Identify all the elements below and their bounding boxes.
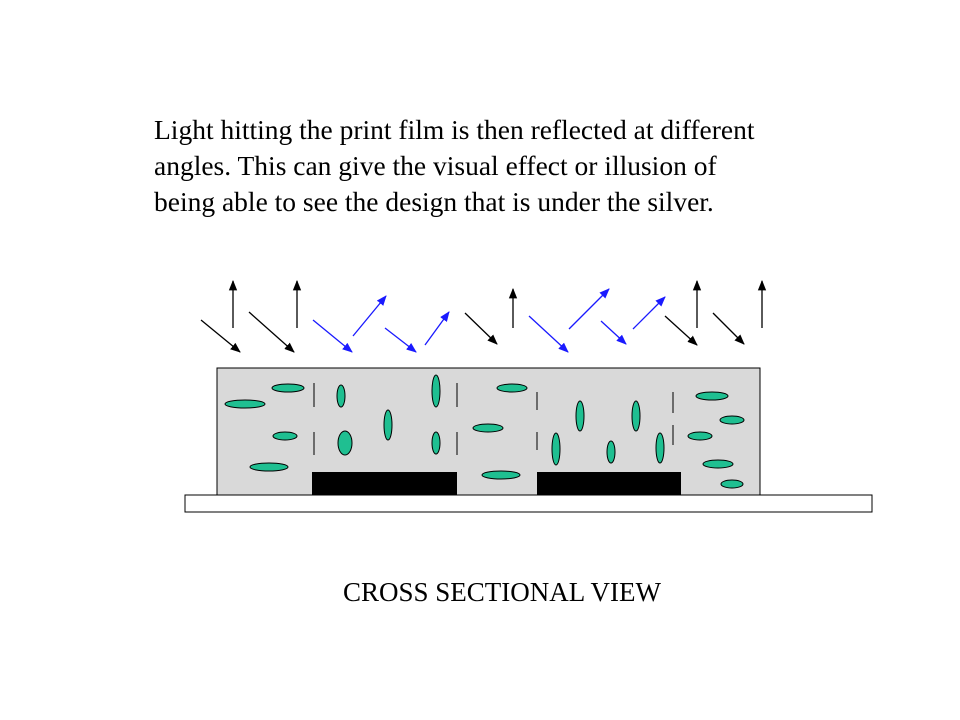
- incident-arrow: [248, 311, 295, 353]
- blue-up-arrow: [632, 296, 666, 330]
- particle: [272, 431, 298, 441]
- particle: [631, 400, 641, 432]
- particle: [702, 459, 734, 469]
- particle: [271, 383, 305, 393]
- vertical-marks: [313, 383, 674, 455]
- particle: [496, 383, 528, 393]
- vertical-reflection-arrows: [228, 279, 767, 328]
- particles: [224, 374, 745, 489]
- particle: [575, 400, 585, 432]
- particle: [383, 409, 393, 441]
- blue-up-arrow: [568, 288, 610, 330]
- particle: [431, 374, 441, 408]
- blue-down-arrow: [600, 320, 627, 345]
- incident-arrow: [664, 315, 698, 346]
- particle: [551, 432, 561, 466]
- particle: [337, 430, 353, 456]
- blue-down-arrow: [384, 327, 417, 353]
- particle: [249, 462, 289, 472]
- particle: [224, 399, 266, 409]
- blue-down-arrow: [528, 315, 569, 353]
- base-substrate: [184, 494, 873, 513]
- incident-arrow: [464, 312, 498, 345]
- particle: [687, 431, 713, 441]
- blue-down-arrow: [312, 319, 353, 353]
- particle: [695, 391, 729, 401]
- blue-up-arrow: [352, 295, 387, 337]
- angled-light-arrows: [312, 288, 666, 353]
- particle: [472, 423, 504, 433]
- incident-arrow: [712, 312, 745, 345]
- incident-arrow: [200, 319, 241, 353]
- design-block-right: [537, 472, 681, 495]
- blue-up-arrow: [424, 311, 450, 346]
- view-caption: CROSS SECTIONAL VIEW: [342, 577, 661, 607]
- particle: [655, 432, 665, 464]
- incident-light-arrows: [200, 311, 745, 353]
- design-block-left: [312, 472, 457, 495]
- description-line-1: Light hitting the print film is then ref…: [154, 114, 755, 145]
- description-line-2: angles. This can give the visual effect …: [154, 150, 717, 181]
- particle: [336, 384, 346, 408]
- particle: [720, 479, 744, 489]
- particle: [606, 440, 616, 464]
- description-text: Light hitting the print film is then ref…: [154, 112, 914, 220]
- particle: [431, 431, 441, 455]
- particle: [481, 470, 521, 480]
- description-line-3: being able to see the design that is und…: [154, 186, 714, 217]
- particle: [719, 415, 745, 425]
